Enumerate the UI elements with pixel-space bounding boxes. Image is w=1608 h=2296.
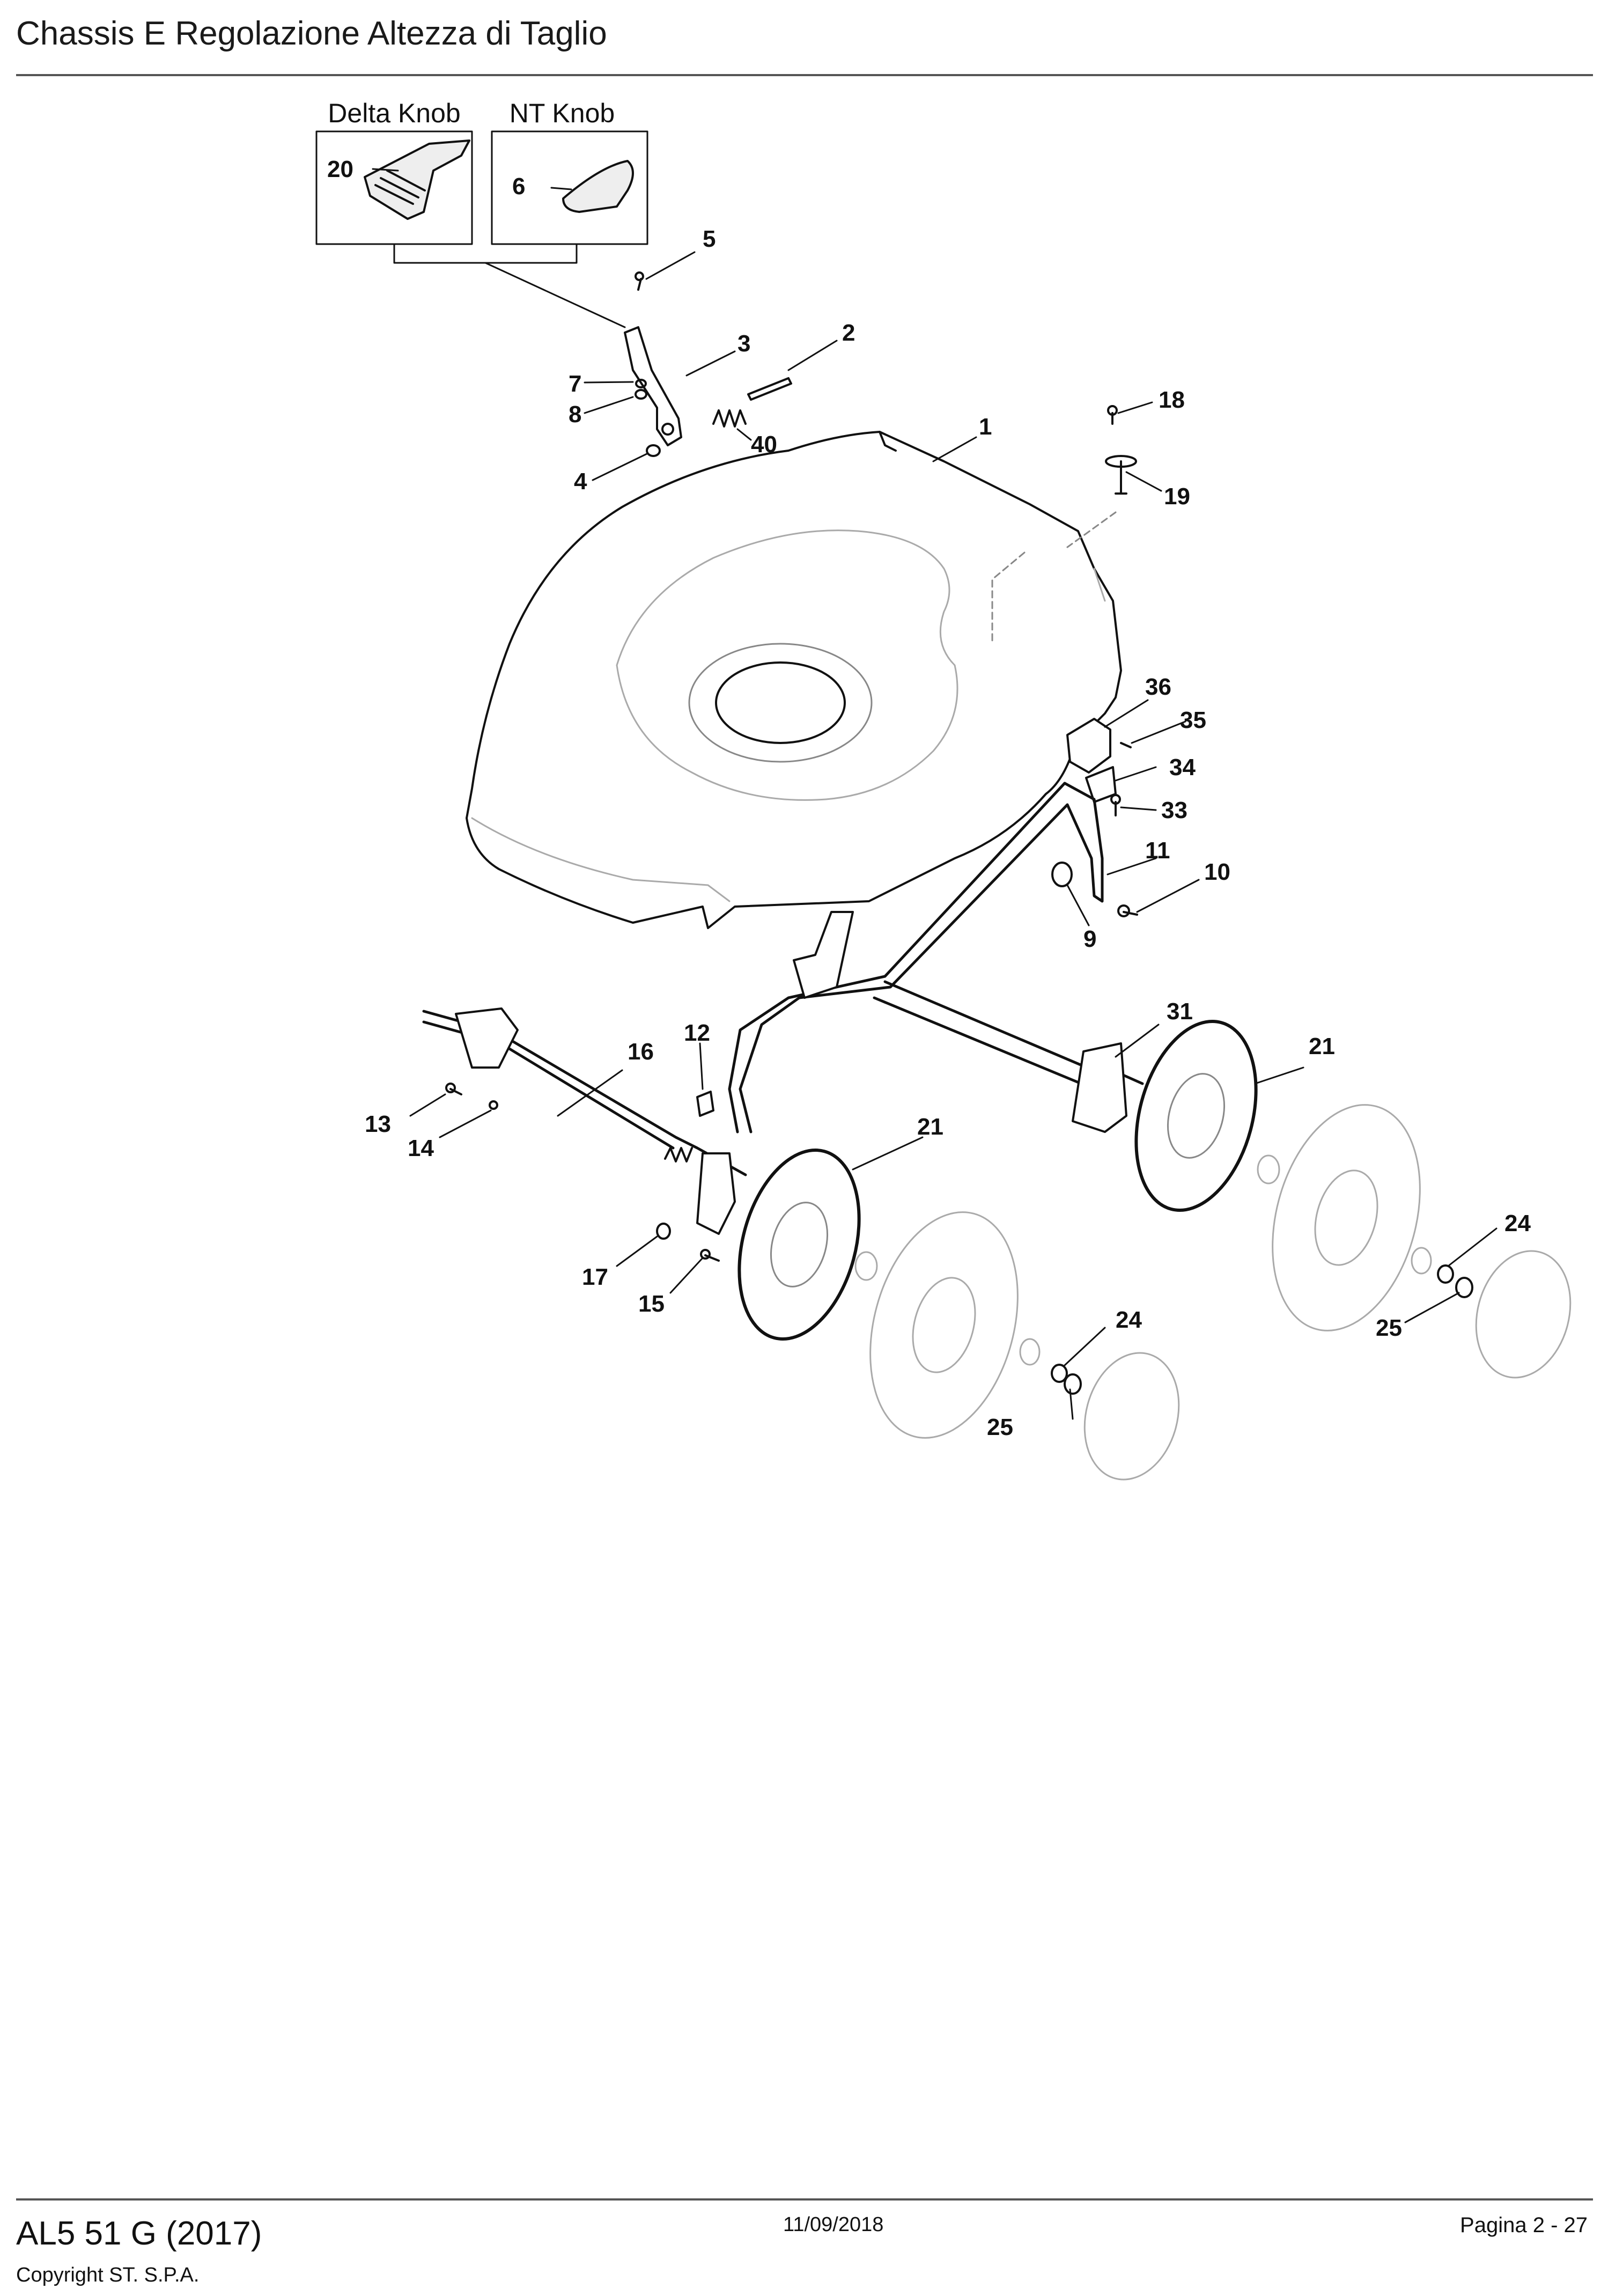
callout-25-rear: 25	[1376, 1315, 1402, 1341]
footer-page-number: Pagina 2 - 27	[1460, 2213, 1588, 2237]
callout-35: 35	[1180, 707, 1206, 733]
delta-knob-part	[364, 139, 470, 220]
washer-7	[635, 379, 647, 388]
variant-box-delta-knob	[315, 130, 473, 245]
height-lever-assembly	[624, 271, 792, 457]
clip-12	[696, 1091, 714, 1117]
pin-2	[747, 377, 792, 401]
footer-copyright: Copyright ST. S.P.A.	[16, 2264, 200, 2286]
callout-10: 10	[1204, 859, 1230, 885]
variant-box-nt-knob	[491, 130, 648, 245]
center-bracket	[793, 911, 854, 999]
callout-19: 19	[1164, 483, 1190, 510]
callout-16: 16	[628, 1039, 654, 1065]
nut-25-front	[1064, 1373, 1082, 1395]
callout-14: 14	[408, 1135, 434, 1161]
front-axle-assembly	[422, 1007, 747, 1262]
nut-4	[646, 444, 661, 457]
callout-7: 7	[569, 371, 581, 397]
callout-12: 12	[684, 1020, 710, 1046]
bracket-36	[1066, 718, 1111, 774]
callout-3: 3	[737, 330, 750, 357]
callout-15: 15	[638, 1291, 665, 1317]
nut-17	[656, 1223, 671, 1240]
screw-35	[1120, 742, 1132, 748]
right-bracket-assembly	[1066, 718, 1132, 816]
callout-2: 2	[842, 320, 855, 346]
variant-bracket	[393, 243, 626, 328]
axle-rod-31	[873, 980, 1101, 1091]
screw-15	[704, 1254, 720, 1262]
callout-34: 34	[1169, 754, 1196, 781]
callout-11: 11	[1145, 837, 1170, 864]
washer-24-rear	[1437, 1264, 1454, 1284]
washer-14	[489, 1100, 498, 1110]
callout-25-front: 25	[987, 1414, 1013, 1440]
callout-8: 8	[569, 401, 581, 428]
callout-1: 1	[979, 414, 992, 440]
callout-24-rear: 24	[1504, 1210, 1531, 1237]
callout-33: 33	[1161, 797, 1187, 823]
bolt-10	[1123, 911, 1138, 916]
hubcap-rear	[1475, 1250, 1572, 1379]
callout-31: 31	[1167, 998, 1193, 1025]
callout-13: 13	[365, 1111, 391, 1137]
front-wheel-assembly	[737, 1149, 1180, 1481]
header-divider	[16, 74, 1593, 76]
callout-21-rear: 21	[1309, 1033, 1335, 1059]
callout-6: 6	[512, 173, 525, 200]
variant-title-nt-knob: NT Knob	[510, 98, 615, 128]
callout-18: 18	[1159, 387, 1185, 413]
chassis-deck	[466, 431, 1122, 929]
variant-title-delta-knob: Delta Knob	[328, 98, 460, 128]
spring-40	[712, 409, 747, 428]
callout-36: 36	[1145, 674, 1171, 700]
callout-9: 9	[1083, 926, 1096, 952]
callout-leaders	[372, 168, 1498, 1420]
nut-8	[635, 389, 647, 400]
tyre-front	[869, 1211, 1019, 1439]
callout-20: 20	[327, 156, 353, 182]
nut-25-rear	[1455, 1277, 1473, 1298]
rear-wheel-assembly	[1134, 1020, 1572, 1379]
screw-13	[449, 1088, 462, 1095]
footer-date: 11/09/2018	[783, 2213, 884, 2236]
wheel-rim-21-rear	[1134, 1020, 1258, 1212]
footer-model: AL5 51 G (2017)	[16, 2215, 262, 2252]
wheel-rim-21-front	[737, 1149, 861, 1341]
front-pivot-left	[455, 1007, 519, 1069]
page-title: Chassis E Regolazione Altezza di Taglio	[16, 15, 607, 52]
callout-4: 4	[574, 468, 587, 495]
rear-bracket-31	[1072, 1042, 1127, 1133]
axle-spring	[664, 1147, 693, 1162]
rear-axle-frame	[728, 782, 1144, 1134]
callout-40: 40	[751, 431, 777, 458]
washer-9	[1051, 862, 1073, 887]
callout-24-front: 24	[1116, 1307, 1142, 1333]
pivot-pin-assembly	[1066, 405, 1137, 548]
hubcap-front	[1083, 1352, 1180, 1481]
callout-21-front: 21	[917, 1114, 943, 1140]
callout-17: 17	[582, 1264, 608, 1290]
tyre-rear	[1272, 1104, 1421, 1331]
footer-divider	[16, 2198, 1593, 2201]
nt-knob-part	[562, 160, 634, 213]
front-pivot-right	[696, 1152, 736, 1235]
callout-5: 5	[703, 226, 716, 252]
washer-24-front	[1051, 1364, 1068, 1383]
